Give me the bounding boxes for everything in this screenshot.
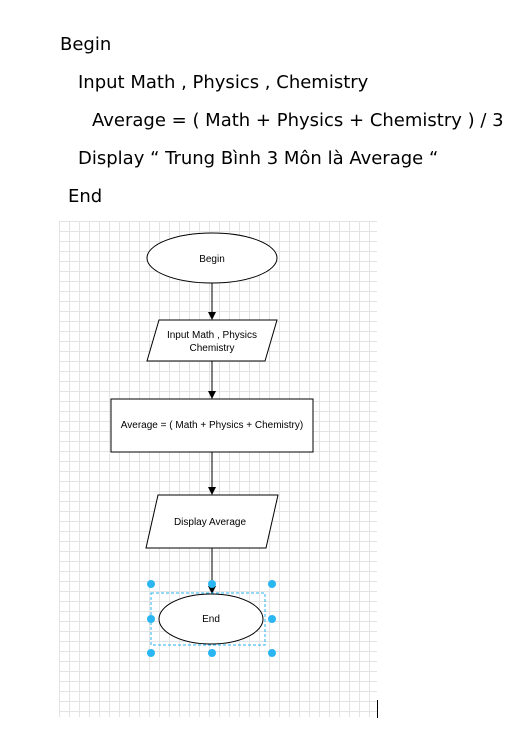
resize-handle-top-right[interactable]: [268, 580, 276, 588]
resize-handle-top-left[interactable]: [147, 580, 155, 588]
pseudocode-end: End: [68, 186, 103, 207]
resize-handle-bottom[interactable]: [208, 649, 216, 657]
process-rect: [110, 398, 314, 453]
end-ellipse: [158, 593, 264, 645]
pseudocode-average: Average = ( Math + Physics + Chemistry )…: [92, 110, 504, 131]
input-label-line1: Input Math , Physics: [167, 330, 257, 341]
resize-handle-top[interactable]: [208, 580, 216, 588]
pseudocode-block: Begin Input Math , Physics , Chemistry A…: [0, 0, 505, 220]
resize-handle-bottom-left[interactable]: [147, 649, 155, 657]
end-label: End: [202, 614, 220, 625]
pseudocode-input: Input Math , Physics , Chemistry: [78, 72, 369, 93]
resize-handle-right[interactable]: [268, 615, 276, 623]
diagram-canvas[interactable]: Begin Input Math , Physics Chemistry Ave…: [59, 221, 377, 717]
end-node[interactable]: End: [150, 592, 266, 646]
flowchart-svg: Begin Input Math , Physics Chemistry Ave…: [110, 232, 314, 657]
input-parallelogram: [146, 319, 278, 362]
process-label: Average = ( Math + Physics + Chemistry): [121, 420, 303, 431]
display-label: Display Average: [174, 517, 247, 528]
process-node[interactable]: Average = ( Math + Physics + Chemistry): [110, 398, 314, 453]
begin-node[interactable]: Begin: [146, 232, 278, 284]
pseudocode-begin: Begin: [60, 34, 112, 55]
selection-handles: [147, 580, 276, 657]
text-cursor: [377, 700, 378, 718]
display-parallelogram: [145, 494, 279, 549]
input-label-line2: Chemistry: [189, 343, 234, 354]
resize-handle-bottom-right[interactable]: [268, 649, 276, 657]
begin-label: Begin: [199, 254, 225, 265]
display-node[interactable]: Display Average: [145, 494, 279, 549]
pseudocode-display: Display “ Trung Bình 3 Môn là Average “: [78, 148, 439, 169]
input-node[interactable]: Input Math , Physics Chemistry: [146, 319, 278, 362]
resize-handle-left[interactable]: [147, 615, 155, 623]
